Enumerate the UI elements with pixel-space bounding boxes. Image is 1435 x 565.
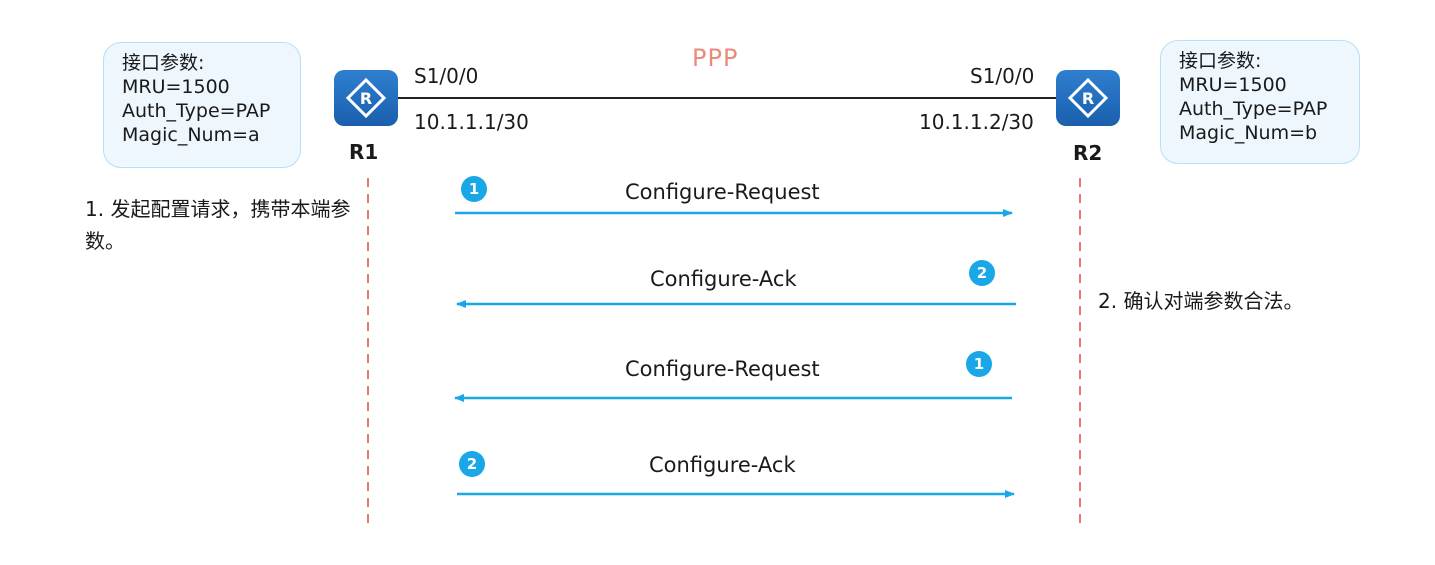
r1-param-auth-type: Auth_Type=PAP — [122, 100, 271, 122]
svg-text:R: R — [360, 89, 372, 108]
step-badge-3: 1 — [966, 351, 992, 377]
r2-param-mru: MRU=1500 — [1179, 74, 1287, 96]
router-r1-icon: R — [334, 70, 398, 126]
step-badge-1: 1 — [461, 176, 487, 202]
r2-params-box: 接口参数: MRU=1500 Auth_Type=PAP Magic_Num=b — [1160, 40, 1360, 164]
message-label-configure-request-2: Configure-Request — [625, 357, 820, 381]
r1-params-box: 接口参数: MRU=1500 Auth_Type=PAP Magic_Num=a — [103, 42, 301, 168]
router-r2-icon: R — [1056, 70, 1120, 126]
router-r1-name: R1 — [349, 140, 379, 164]
r2-interface-label: S1/0/0 — [970, 64, 1035, 88]
message-label-configure-request-1: Configure-Request — [625, 180, 820, 204]
message-label-configure-ack-2: Configure-Ack — [649, 453, 796, 477]
r2-params-heading: 接口参数: — [1179, 50, 1262, 72]
step-badge-4: 2 — [459, 451, 485, 477]
message-label-configure-ack-1: Configure-Ack — [650, 267, 797, 291]
r2-param-magic-num: Magic_Num=b — [1179, 122, 1318, 144]
r2-ip-label: 10.1.1.2/30 — [919, 110, 1034, 134]
note-confirm-peer-params: 2. 确认对端参数合法。 — [1098, 289, 1304, 313]
router-r2-name: R2 — [1073, 141, 1103, 165]
r2-param-auth-type: Auth_Type=PAP — [1179, 98, 1328, 120]
svg-text:R: R — [1082, 89, 1094, 108]
r1-param-mru: MRU=1500 — [122, 76, 230, 98]
step-badge-2: 2 — [969, 260, 995, 286]
r1-interface-label: S1/0/0 — [414, 64, 479, 88]
note-send-config-request: 1. 发起配置请求，携带本端参数。 — [85, 197, 351, 253]
r1-param-magic-num: Magic_Num=a — [122, 124, 260, 146]
ppp-label: PPP — [692, 44, 739, 72]
r1-ip-label: 10.1.1.1/30 — [414, 110, 529, 134]
r1-params-heading: 接口参数: — [122, 52, 205, 74]
